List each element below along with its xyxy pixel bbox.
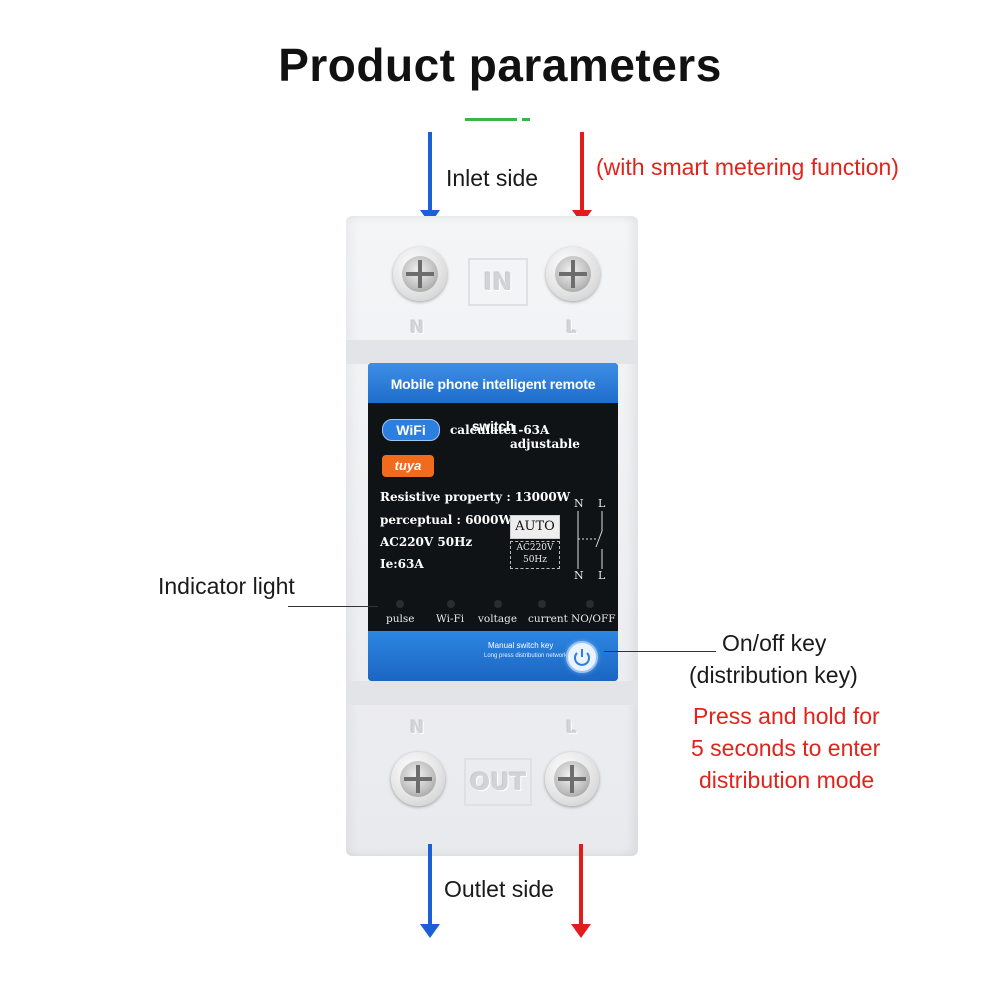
breaker-top-shoulder xyxy=(346,340,638,364)
bottom-left-screw-icon xyxy=(391,752,445,806)
screw-head xyxy=(402,256,438,292)
inlet-red-arrow xyxy=(572,132,592,224)
press-hold-line-2: 5 seconds to enter xyxy=(691,735,881,761)
wifi-badge: WiFi xyxy=(382,419,440,441)
tuya-logo: tuya xyxy=(382,455,434,477)
distribution-key-label: (distribution key) xyxy=(689,662,858,688)
screw-head xyxy=(555,256,591,292)
top-terminal-l-label: L xyxy=(566,318,577,338)
screw-slot xyxy=(559,272,587,276)
indicator-label-wifi: Wi-Fi xyxy=(436,613,465,625)
bottom-terminal-n-label: N xyxy=(410,718,425,738)
screw-head xyxy=(554,761,590,797)
calculate-label: calculate xyxy=(450,423,512,437)
outlet-blue-arrow xyxy=(420,844,440,938)
title-underline-accent xyxy=(465,118,517,121)
diagram-n-top: N xyxy=(574,497,584,510)
diagram-n-bottom: N xyxy=(574,569,584,582)
pulse-led xyxy=(396,600,404,608)
bottom-terminal-l-label: L xyxy=(566,718,577,738)
inlet-side-label: Inlet side xyxy=(446,165,539,191)
out-emboss-label: OUT xyxy=(464,758,532,806)
press-hold-line-3: distribution mode xyxy=(699,767,875,793)
auto-rating-box: AC220V 50Hz xyxy=(510,541,560,569)
screw-slot xyxy=(558,777,586,781)
inlet-blue-arrow xyxy=(420,132,440,224)
indicator-label-pulse: pulse xyxy=(386,613,415,625)
perceptual-spec: perceptual : 6000W xyxy=(380,513,512,527)
current-led xyxy=(538,600,546,608)
top-left-screw-icon xyxy=(393,247,447,301)
power-button[interactable] xyxy=(566,641,598,673)
panel-footer: Manual switch key Long press distributio… xyxy=(368,631,618,681)
breaker-bottom-shoulder xyxy=(346,681,638,705)
resistive-spec: Resistive property : 13000W xyxy=(380,490,571,504)
auto-rating-voltage: AC220V xyxy=(516,543,554,553)
indicator-label-no-off: NO/OFF xyxy=(571,613,616,625)
indicator-light-label: Indicator light xyxy=(158,573,295,599)
onoff-key-label: On/off key xyxy=(722,630,827,656)
outlet-side-label: Outlet side xyxy=(444,876,554,902)
wifi-badge-text: WiFi xyxy=(396,422,426,438)
auto-rating-frequency: 50Hz xyxy=(522,555,548,565)
long-press-label: Long press distribution network xyxy=(484,653,568,659)
page-title: Product parameters xyxy=(278,39,722,91)
wifi-led xyxy=(447,600,455,608)
screw-head xyxy=(400,761,436,797)
voltage-spec: AC220V 50Hz xyxy=(380,535,473,549)
outlet-red-arrow xyxy=(571,844,591,938)
current-rating-spec: Ie:63A xyxy=(380,557,424,571)
range-label: 1-63A adjustable xyxy=(510,423,580,451)
front-panel: Mobile phone intelligent remote switch W… xyxy=(368,363,618,681)
auto-label: AUTO xyxy=(515,519,555,534)
top-right-screw-icon xyxy=(546,247,600,301)
tuya-logo-text: tuya xyxy=(394,458,422,473)
no-off-led xyxy=(586,600,594,608)
onoff-key-pointer xyxy=(604,651,716,652)
wiring-diagram: N L N L xyxy=(574,497,614,583)
indicator-label-current: current xyxy=(528,613,568,625)
diagram-l-bottom: L xyxy=(598,569,606,582)
manual-switch-key-label: Manual switch key xyxy=(488,641,554,650)
smart-metering-label: (with smart metering function) xyxy=(596,154,899,180)
auto-box: AUTO xyxy=(510,515,560,539)
indicator-light-pointer xyxy=(288,606,378,607)
voltage-led xyxy=(494,600,502,608)
bottom-right-screw-icon xyxy=(545,752,599,806)
top-terminal-n-label: N xyxy=(410,318,425,338)
diagram-l-top: L xyxy=(598,497,606,510)
press-hold-line-1: Press and hold for xyxy=(693,703,880,729)
screw-slot xyxy=(404,777,432,781)
indicator-label-voltage: voltage xyxy=(478,613,518,625)
screw-slot xyxy=(406,272,434,276)
panel-title: Mobile phone intelligent remote switch xyxy=(368,363,618,434)
in-emboss-label: IN xyxy=(468,258,528,306)
power-icon xyxy=(574,649,590,666)
title-underline-accent-dot xyxy=(522,118,530,121)
switch-symbol-icon xyxy=(577,511,603,569)
